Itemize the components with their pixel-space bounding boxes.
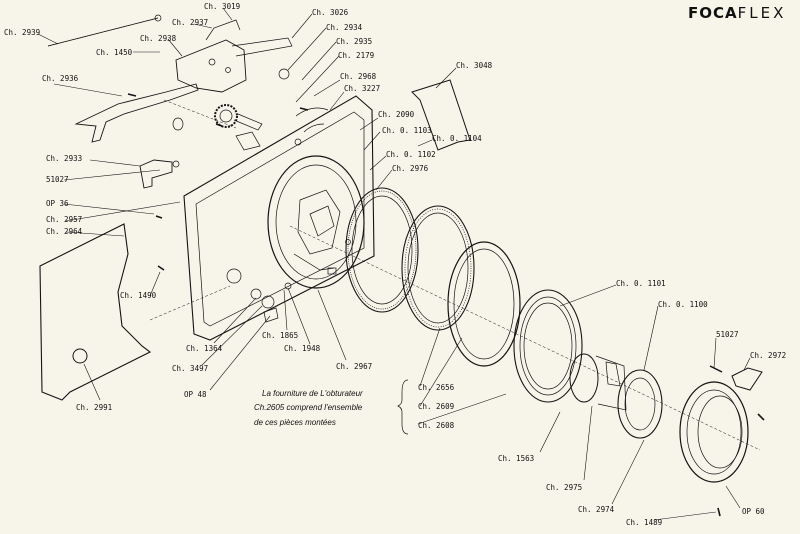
- note-line-1: La fourniture de L'obturateur: [262, 389, 363, 398]
- front-cover-part: [39, 223, 152, 401]
- part-label: Ch. 2935: [336, 37, 372, 46]
- note-line-3: de ces pièces montées: [254, 418, 336, 427]
- part-label: Ch. 2937: [172, 18, 208, 27]
- small-knobs-part: [250, 282, 292, 323]
- part-label: Ch. 2972: [750, 351, 786, 360]
- part-label: Ch. 2968: [340, 72, 377, 81]
- leader-lines: [37, 7, 751, 521]
- focus-ring-part: [679, 381, 749, 483]
- part-label: Ch. 3026: [312, 8, 349, 17]
- bracket-plate-part: [175, 19, 293, 93]
- part-label: 51027: [716, 330, 739, 339]
- part-label: Ch. 2975: [546, 483, 582, 492]
- right-lever-part: [709, 365, 763, 391]
- body-plate-part: [183, 95, 375, 341]
- assembly-line: [163, 99, 237, 129]
- aperture-ring-part: [401, 205, 475, 331]
- spring-part: [47, 14, 162, 47]
- part-label: Ch. 3497: [172, 364, 208, 373]
- lens-elements-part: [569, 353, 663, 439]
- part-label: Ch. 2939: [4, 28, 40, 37]
- small-bracket-part: [139, 159, 180, 189]
- part-label: Ch. 2609: [418, 402, 454, 411]
- part-label: Ch. 2656: [418, 383, 455, 392]
- lens-rings-part: [447, 241, 583, 403]
- part-label: 51027: [46, 175, 69, 184]
- brand-logo: FOCAFLEX: [688, 4, 786, 22]
- part-label: Ch. 1450: [96, 48, 133, 57]
- part-label: Ch. 2976: [392, 164, 429, 173]
- arc-piece-part: [295, 107, 329, 133]
- note-brace: [397, 379, 409, 435]
- part-label: Ch. 2933: [46, 154, 82, 163]
- brand-word-foca: FOCA: [688, 4, 738, 22]
- part-label: Ch. 2179: [338, 51, 374, 60]
- part-label: Ch. 2938: [140, 34, 177, 43]
- gear-shaft-part: [172, 104, 263, 151]
- part-label: Ch. 0. 1104: [432, 134, 482, 143]
- note-line-2: Ch.2605 comprend l'ensemble: [254, 403, 363, 412]
- part-label: Ch. 2936: [42, 74, 79, 83]
- part-label: Ch. 2090: [378, 110, 415, 119]
- part-label: Ch. 1364: [186, 344, 223, 353]
- part-label: Ch. 2974: [578, 505, 615, 514]
- part-label: Ch. 1563: [498, 454, 534, 463]
- part-label: Ch. 2991: [76, 403, 112, 412]
- part-label: Ch. 3019: [204, 2, 240, 11]
- part-label: Ch. 2967: [336, 362, 372, 371]
- part-label: Ch. 3227: [344, 84, 380, 93]
- part-label: Ch. 2608: [418, 421, 455, 430]
- curved-cover-part: [411, 79, 471, 151]
- screws: [127, 93, 765, 517]
- brand-word-flex: FLEX: [737, 4, 787, 22]
- part-label: Ch. 0. 1101: [616, 279, 666, 288]
- part-label: Ch. 0. 1100: [658, 300, 708, 309]
- part-label: OP 36: [46, 199, 69, 208]
- optical-axis: [289, 225, 761, 451]
- part-label: Ch. 1489: [626, 518, 662, 527]
- part-label: Ch. 3048: [456, 61, 493, 70]
- part-label: Ch. 1865: [262, 331, 298, 340]
- assembly-line: [149, 285, 231, 321]
- part-label: OP 48: [184, 390, 207, 399]
- part-label: Ch. 0. 1103: [382, 126, 432, 135]
- part-label: Ch. 2934: [326, 23, 363, 32]
- part-labels: Ch. 2939 Ch. 2937 Ch. 3019 Ch. 2938 Ch. …: [4, 2, 786, 527]
- part-label: Ch. 2964: [46, 227, 83, 236]
- speed-ring-part: [345, 187, 419, 313]
- lever-arm-part: [74, 83, 199, 143]
- part-label: OP 60: [742, 507, 765, 516]
- part-label: Ch. 0. 1102: [386, 150, 436, 159]
- part-label: Ch. 1490: [120, 291, 157, 300]
- part-label: Ch. 1948: [284, 344, 321, 353]
- part-label: Ch. 2957: [46, 215, 82, 224]
